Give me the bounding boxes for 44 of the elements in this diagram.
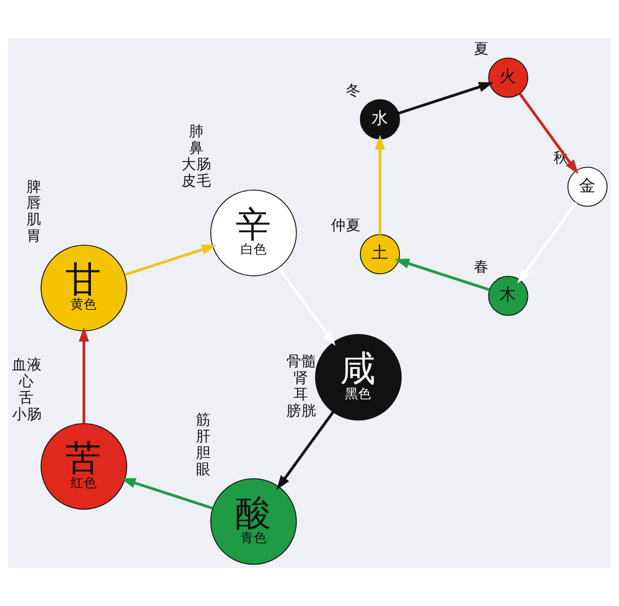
- arrow: [276, 411, 334, 490]
- node-label: 眼: [196, 460, 212, 478]
- node-label: 筋: [196, 412, 212, 429]
- node-circle: 木: [488, 276, 528, 316]
- arrow: [278, 267, 336, 346]
- node-label: 皮毛: [182, 172, 212, 190]
- node-label: 血液: [12, 356, 42, 374]
- node-label: 夏: [474, 40, 490, 58]
- node-label: 膀胱: [286, 402, 316, 420]
- node-label: 胆: [196, 444, 212, 462]
- node-circle: 土: [360, 234, 400, 274]
- node-circle: 金: [567, 166, 608, 207]
- node-label: 肝: [196, 428, 212, 446]
- node-label: 肾: [294, 370, 309, 387]
- node-circle: 火: [488, 58, 528, 98]
- node-circle: 水: [360, 99, 400, 140]
- node-label: 肺: [188, 123, 204, 140]
- node-label: 仲夏: [331, 216, 362, 234]
- node-label: 胃: [26, 227, 42, 244]
- arrow: [120, 478, 213, 510]
- node-label: 鼻: [188, 140, 204, 157]
- node-label: 大肠: [182, 156, 212, 173]
- node-label: 冬: [346, 82, 361, 99]
- arrow: [124, 244, 216, 276]
- node-circle: 酸 青色: [210, 478, 297, 565]
- node-label: 耳: [294, 386, 309, 403]
- node-circle: 咸 黑色: [315, 334, 402, 421]
- node-label: 心: [19, 373, 34, 390]
- arrow: [374, 134, 386, 235]
- arrow: [518, 92, 578, 174]
- arrow: [394, 258, 490, 292]
- node-label: 骨髓: [286, 353, 316, 370]
- arrow: [398, 82, 494, 115]
- node-circle: 苦 红色: [40, 423, 128, 510]
- node-circle: 甘 黄色: [40, 244, 128, 332]
- node-label: 肌: [26, 211, 42, 228]
- node-label: 唇: [26, 194, 42, 212]
- arrow: [517, 202, 578, 284]
- node-label: 舌: [19, 389, 34, 406]
- node-circle: 辛 白色: [210, 190, 297, 276]
- arrow: [78, 327, 90, 424]
- node-label: 春: [474, 258, 490, 276]
- node-label: 脾: [26, 178, 42, 196]
- node-label: 小肠: [12, 406, 42, 423]
